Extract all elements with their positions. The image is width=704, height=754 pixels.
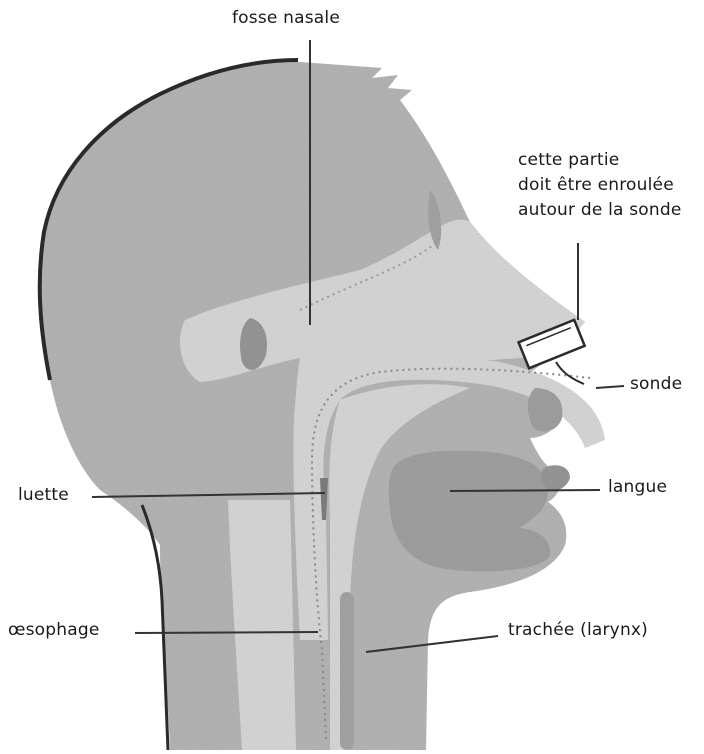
lower-lip bbox=[541, 465, 570, 491]
label-luette: luette bbox=[18, 485, 69, 505]
trachea bbox=[340, 592, 354, 750]
label-note-line-2: doit être enroulée bbox=[518, 173, 694, 198]
label-oesophage: œsophage bbox=[8, 620, 99, 640]
label-langue: langue bbox=[608, 477, 667, 497]
sonde-tip bbox=[556, 362, 584, 384]
leader-oesophage bbox=[135, 632, 318, 633]
label-note-line-1: cette partie bbox=[518, 148, 694, 173]
label-note-line-3: autour de la sonde bbox=[518, 198, 694, 223]
label-note: cette partie doit être enroulée autour d… bbox=[518, 148, 694, 223]
leader-sonde bbox=[596, 386, 624, 388]
label-fosse-nasale: fosse nasale bbox=[232, 8, 340, 28]
leader-langue bbox=[450, 490, 600, 491]
label-trachee: trachée (larynx) bbox=[508, 620, 648, 640]
label-sonde: sonde bbox=[630, 374, 682, 394]
tongue bbox=[389, 451, 551, 572]
